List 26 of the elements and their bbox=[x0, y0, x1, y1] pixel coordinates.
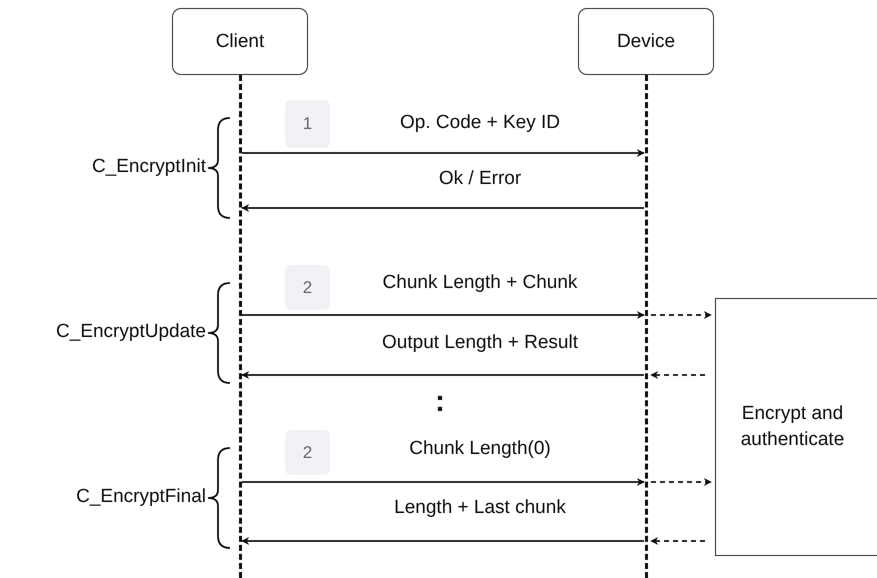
edge-label: Ok / Error bbox=[438, 168, 522, 190]
arrow bbox=[651, 311, 712, 319]
phase-label: C_EncryptFinal bbox=[76, 486, 206, 508]
arrow bbox=[241, 537, 644, 545]
edge-label: Length + Last chunk bbox=[393, 497, 567, 519]
arrow bbox=[650, 537, 705, 545]
arrow bbox=[650, 371, 705, 379]
arrow bbox=[241, 371, 644, 379]
step-number: 1 bbox=[285, 100, 330, 148]
edge-label: Chunk Length + Chunk bbox=[382, 272, 578, 294]
step-number: 2 bbox=[285, 265, 330, 310]
ellipsis-mark: : bbox=[434, 385, 446, 419]
phase-label: C_EncryptUpdate bbox=[56, 321, 206, 343]
arrow bbox=[651, 478, 712, 486]
arrow bbox=[242, 149, 645, 157]
arrow bbox=[242, 478, 645, 486]
edge-label: Output Length + Result bbox=[381, 332, 579, 354]
arrow bbox=[241, 204, 644, 212]
participant-box: Device bbox=[578, 8, 714, 75]
edge-label: Op. Code + Key ID bbox=[399, 112, 561, 134]
participant-box: Client bbox=[172, 8, 308, 75]
edge-label: Chunk Length(0) bbox=[408, 438, 552, 460]
phase-label: C_EncryptInit bbox=[92, 156, 206, 178]
step-number: 2 bbox=[285, 430, 330, 475]
arrow bbox=[242, 311, 645, 319]
process-box: Encrypt and authenticate bbox=[715, 298, 877, 556]
